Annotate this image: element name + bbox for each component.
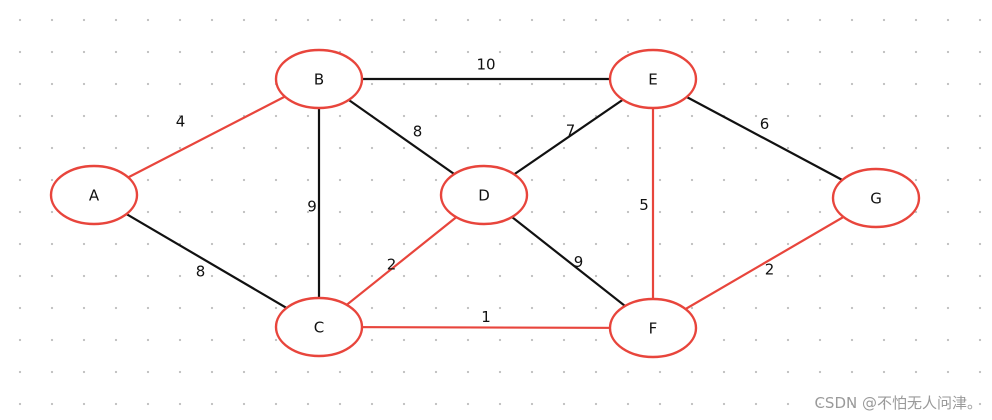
edge-weight-A-B: 4 <box>176 113 186 131</box>
node-A: A <box>49 164 139 226</box>
nodes-group: A B C D E F G <box>49 48 921 359</box>
node-B-ellipse <box>274 48 364 110</box>
node-E: E <box>608 48 698 110</box>
edge-labels-group: 4 8 9 8 10 7 6 5 2 9 1 2 <box>176 56 775 327</box>
edge-weight-B-C: 9 <box>307 198 317 216</box>
edge-weight-B-E: 10 <box>476 56 495 74</box>
node-C-ellipse <box>274 296 364 358</box>
edge-weight-B-D: 8 <box>413 123 423 141</box>
node-G: G <box>831 167 921 229</box>
node-E-label: E <box>648 71 657 89</box>
node-A-label: A <box>89 187 100 205</box>
edge-weight-F-G: 2 <box>765 261 775 279</box>
edge-weight-E-G: 6 <box>760 115 770 133</box>
node-G-label: G <box>870 190 882 208</box>
edge-weight-D-F: 9 <box>574 253 584 271</box>
edge-A-C <box>93 194 320 328</box>
edge-A-B <box>93 78 320 196</box>
edge-weight-E-D: 7 <box>566 122 576 140</box>
edge-F-G <box>652 197 877 329</box>
node-B: B <box>274 48 364 110</box>
node-D: D <box>439 164 529 226</box>
node-G-ellipse <box>831 167 921 229</box>
node-C: C <box>274 296 364 358</box>
node-E-ellipse <box>608 48 698 110</box>
edge-E-G <box>652 78 877 199</box>
edge-weight-C-F: 1 <box>481 308 491 326</box>
node-B-label: B <box>314 71 324 89</box>
node-C-label: C <box>314 319 324 337</box>
csdn-watermark: CSDN @不怕无人问津。 <box>814 394 982 412</box>
node-F-ellipse <box>608 297 698 359</box>
node-D-label: D <box>478 187 490 205</box>
edge-weight-E-F: 5 <box>639 196 649 214</box>
edge-weight-D-C: 2 <box>387 256 397 274</box>
node-A-ellipse <box>49 164 139 226</box>
edge-C-F <box>318 325 654 330</box>
node-F: F <box>608 297 698 359</box>
node-D-ellipse <box>439 164 529 226</box>
edge-weight-A-C: 8 <box>196 263 206 281</box>
node-F-label: F <box>649 320 658 338</box>
